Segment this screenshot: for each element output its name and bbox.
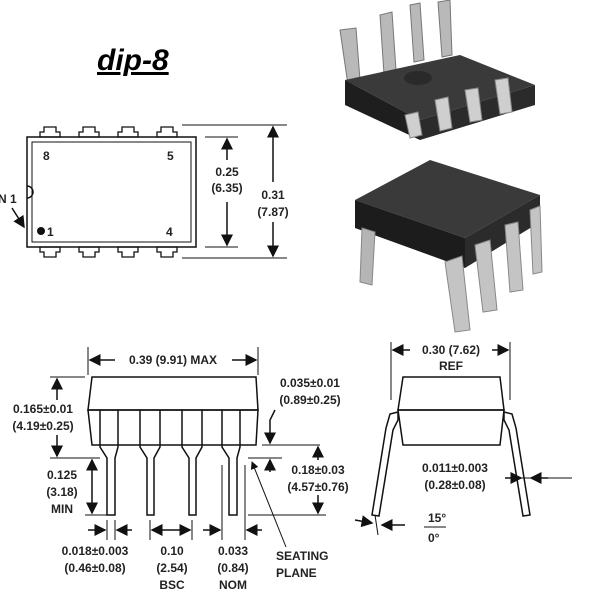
- pin-label-8: 8: [43, 149, 50, 163]
- package-length: 0.39 (9.91) MAX: [129, 353, 217, 367]
- angle-max: 15°: [428, 511, 446, 525]
- side-view: 0.39 (9.91) MAX 0.165±0.01 (4.19±0.25) 0…: [12, 347, 349, 592]
- body-height-mm: (4.19±0.25): [12, 419, 73, 433]
- overall-width-mm: (7.87): [257, 205, 288, 219]
- seating-plane-label-2: PLANE: [276, 566, 317, 580]
- pitch-in: 0.10: [160, 544, 184, 558]
- pin-label-4: 4: [166, 225, 173, 239]
- pin1-notch: [26, 185, 34, 199]
- shoulder-note: NOM: [219, 578, 247, 592]
- package-title: dip-8: [97, 44, 169, 77]
- seated-height-in: 0.18±0.03: [291, 463, 345, 477]
- lead-length-note: MIN: [51, 502, 73, 516]
- chip-photo-top: [339, 0, 535, 140]
- top-view: 8 5 1 4 N 1 0.25 (6.35) 0.31 (7.87): [0, 124, 289, 259]
- row-spacing-note: REF: [439, 359, 463, 373]
- lead-thickness-in: 0.011±0.003: [422, 461, 488, 475]
- body-width-mm: (6.35): [211, 181, 242, 195]
- end-view: 0.30 (7.62) REF 0.011±0.003 (0.28±0.08) …: [354, 342, 572, 545]
- angle-min: 0°: [428, 531, 440, 545]
- pitch-note: BSC: [159, 578, 185, 592]
- pin1-label: N 1: [0, 192, 17, 206]
- seated-height-mm: (4.57±0.76): [287, 480, 348, 494]
- top-pins: [39, 126, 178, 258]
- pin1-dot: [37, 227, 45, 235]
- row-spacing: 0.30 (7.62): [422, 343, 480, 357]
- lead-width-in: 0.018±0.003: [62, 544, 129, 558]
- body-height-in: 0.165±0.01: [13, 402, 73, 416]
- chip-photo-bottom: [355, 160, 543, 333]
- top-body: [26, 136, 197, 248]
- body-width-in: 0.25: [215, 165, 239, 179]
- shoulder-in: 0.033: [218, 544, 248, 558]
- pitch-mm: (2.54): [156, 561, 187, 575]
- standoff-in: 0.035±0.01: [280, 376, 340, 390]
- seating-plane-label-1: SEATING: [276, 549, 328, 563]
- lead-length-mm: (3.18): [46, 485, 77, 499]
- shoulder-mm: (0.84): [217, 561, 248, 575]
- lead-width-mm: (0.46±0.08): [64, 561, 125, 575]
- pin-label-1: 1: [47, 225, 54, 239]
- standoff-mm: (0.89±0.25): [279, 393, 340, 407]
- lead-thickness-mm: (0.28±0.08): [424, 478, 485, 492]
- pin-label-5: 5: [167, 149, 174, 163]
- overall-width-in: 0.31: [261, 188, 285, 202]
- lead-length-in: 0.125: [47, 468, 77, 482]
